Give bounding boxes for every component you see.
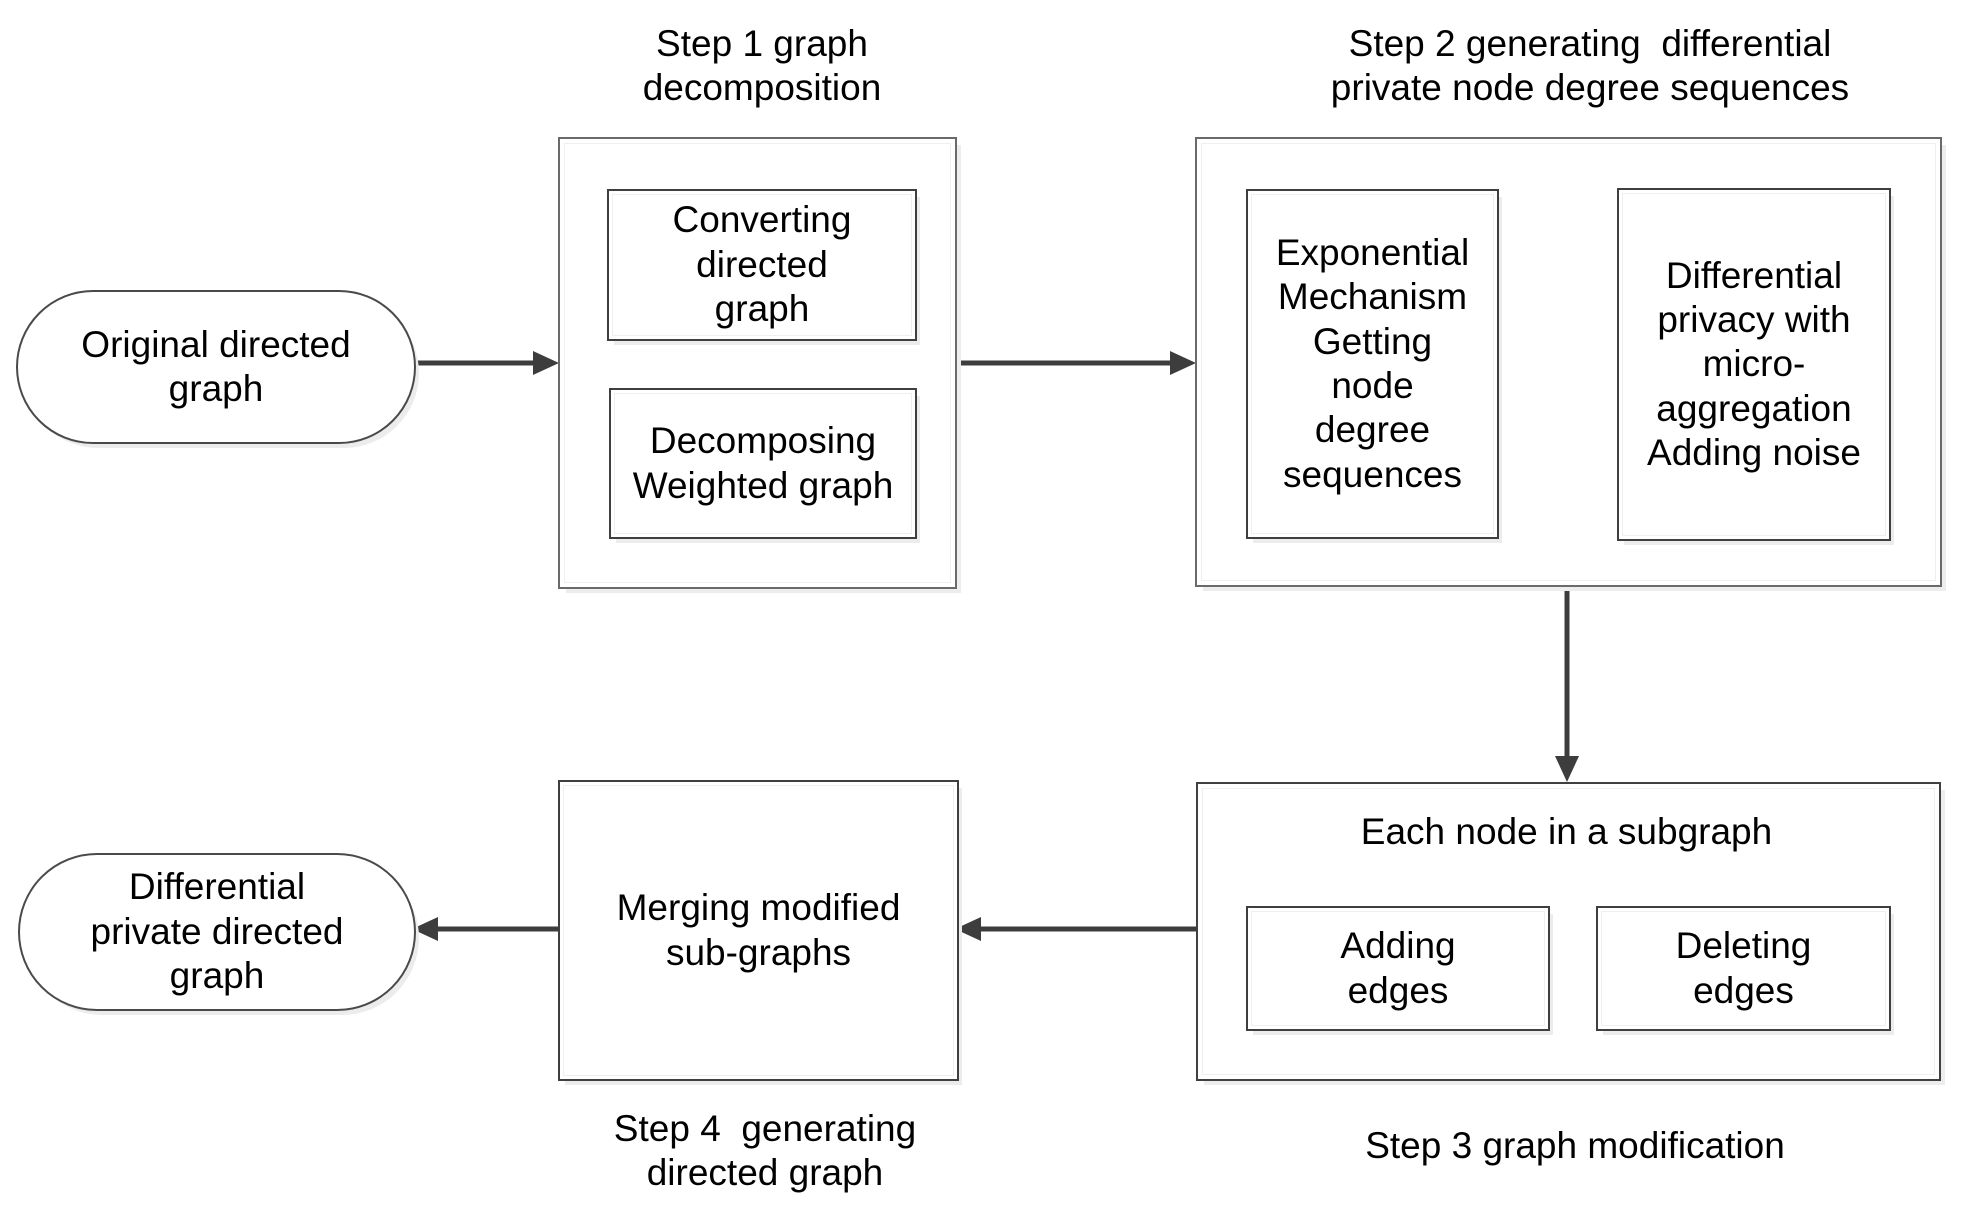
arrow-step4-to-end <box>412 917 558 941</box>
deleting-edges-label: Deleting edges <box>1675 925 1812 1011</box>
exponential-mechanism-label: Exponential Mechanism Getting node degre… <box>1275 231 1470 495</box>
start-node-original-directed-graph: Original directed graph <box>16 290 416 444</box>
step4-merging-subgraphs-box: Merging modified sub-graphs <box>558 780 959 1081</box>
adding-edges-box: Adding edges <box>1246 906 1550 1031</box>
end-node-label: Differential private directed graph <box>90 866 344 997</box>
step3-caption: Step 3 graph modification <box>1365 1125 1785 1166</box>
end-node-differential-private-graph: Differential private directed graph <box>18 853 416 1011</box>
merging-subgraphs-label: Merging modified sub-graphs <box>616 887 901 973</box>
decomposing-box-label: Decomposing Weighted graph <box>632 420 894 506</box>
start-node-label: Original directed graph <box>81 323 351 409</box>
deleting-edges-box: Deleting edges <box>1596 906 1891 1031</box>
each-node-in-subgraph-label: Each node in a subgraph <box>1360 811 1773 852</box>
converting-box-label: Converting directed graph <box>672 199 852 330</box>
converting-directed-graph-box: Converting directed graph <box>607 189 917 341</box>
differential-privacy-label: Differential privacy with micro- aggrega… <box>1647 254 1861 474</box>
arrow-start-to-step1 <box>412 351 559 375</box>
arrow-step2-to-step3 <box>1555 583 1579 782</box>
differential-privacy-box: Differential privacy with micro- aggrega… <box>1617 188 1891 541</box>
step4-caption: Step 4 generating directed graph <box>613 1108 917 1194</box>
decomposing-weighted-graph-box: Decomposing Weighted graph <box>609 388 917 539</box>
step2-title: Step 2 generating differential private n… <box>1330 23 1850 109</box>
arrow-step1-to-step2 <box>953 351 1196 375</box>
exponential-mechanism-box: Exponential Mechanism Getting node degre… <box>1246 189 1499 539</box>
arrow-step3-to-step4 <box>955 917 1196 941</box>
step1-title: Step 1 graph decomposition <box>642 23 882 109</box>
adding-edges-label: Adding edges <box>1340 925 1456 1011</box>
